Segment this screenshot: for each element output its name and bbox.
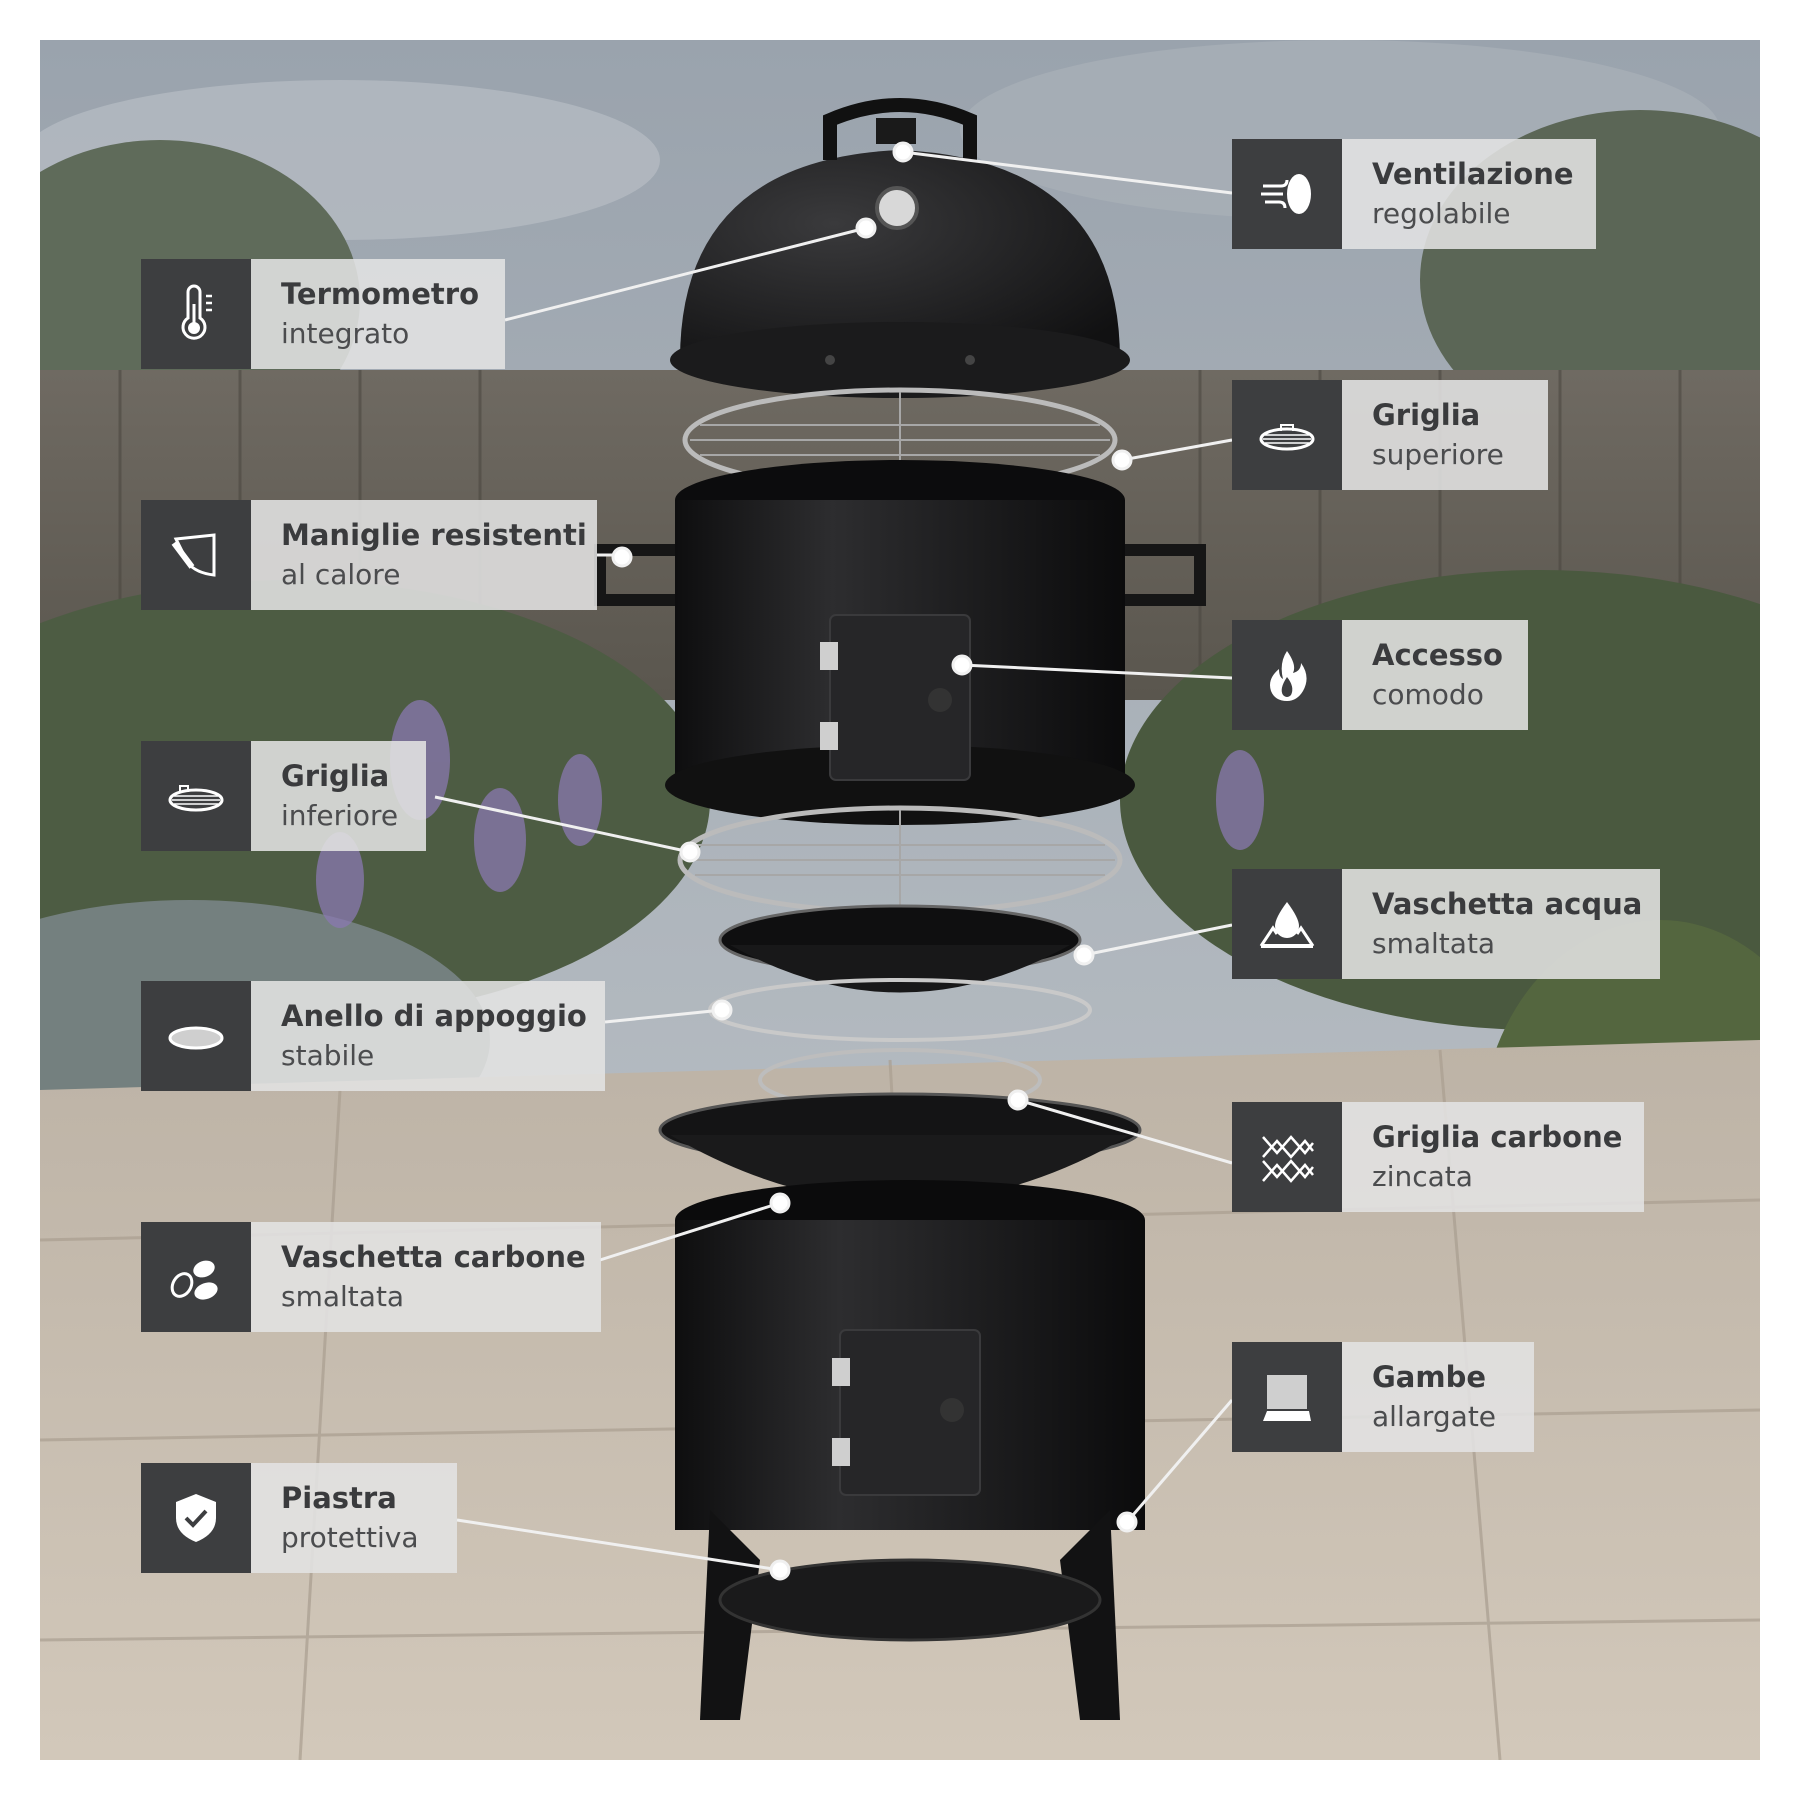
shield-check-icon [141,1463,251,1573]
callout-subtitle: protettiva [281,1521,419,1554]
callout-subtitle: stabile [281,1039,375,1072]
charcoal-icon [141,1222,251,1332]
grill-grate-icon [1232,380,1342,490]
callout-title: Anello di appoggio [281,999,587,1033]
water-drop-icon [1232,869,1342,979]
callout-title: Griglia carbone [1372,1120,1623,1154]
callout-subtitle: smaltata [281,1280,405,1313]
callout-griglia-inferiore: Griglia inferiore [141,741,426,851]
callout-subtitle: superiore [1372,438,1504,471]
callout-title: Vaschetta acqua [1372,887,1643,921]
callout-gambe: Gambe allargate [1232,1342,1534,1452]
flame-icon [1232,620,1342,730]
callout-subtitle: al calore [281,558,401,591]
leg-icon [1232,1342,1342,1452]
callout-subtitle: regolabile [1372,197,1511,230]
mesh-icon [1232,1102,1342,1212]
callout-subtitle: integrato [281,317,410,350]
callout-accesso: Accesso comodo [1232,620,1528,730]
callout-griglia-superiore: Griglia superiore [1232,380,1548,490]
callout-title: Gambe [1372,1360,1487,1394]
callout-maniglie: Maniglie resistenti al calore [141,500,597,610]
airflow-icon [1232,139,1342,249]
grill-grate-icon [141,741,251,851]
callout-title: Termometro [281,277,480,311]
callout-ventilazione: Ventilazione regolabile [1232,139,1596,249]
ring-icon [141,981,251,1091]
thermometer-icon [141,259,251,369]
smoker-illustration [594,98,1206,1720]
callout-griglia-carbone: Griglia carbone zincata [1232,1102,1644,1212]
callout-vaschetta-acqua: Vaschetta acqua smaltata [1232,869,1660,979]
callout-title: Vaschetta carbone [281,1240,586,1274]
callout-termometro: Termometro integrato [141,259,505,369]
callout-title: Piastra [281,1481,397,1515]
callout-subtitle: comodo [1372,678,1484,711]
callout-title: Griglia [281,759,390,793]
callout-subtitle: allargate [1372,1400,1497,1433]
callout-subtitle: zincata [1372,1160,1473,1193]
callout-title: Accesso [1372,638,1503,672]
callout-subtitle: inferiore [281,799,399,832]
handle-icon [141,500,251,610]
callout-anello: Anello di appoggio stabile [141,981,605,1091]
callout-title: Griglia [1372,398,1481,432]
callout-title: Ventilazione [1372,157,1574,191]
callout-subtitle: smaltata [1372,927,1496,960]
callout-vaschetta-carbone: Vaschetta carbone smaltata [141,1222,601,1332]
callout-title: Maniglie resistenti [281,518,587,552]
callout-piastra: Piastra protettiva [141,1463,457,1573]
